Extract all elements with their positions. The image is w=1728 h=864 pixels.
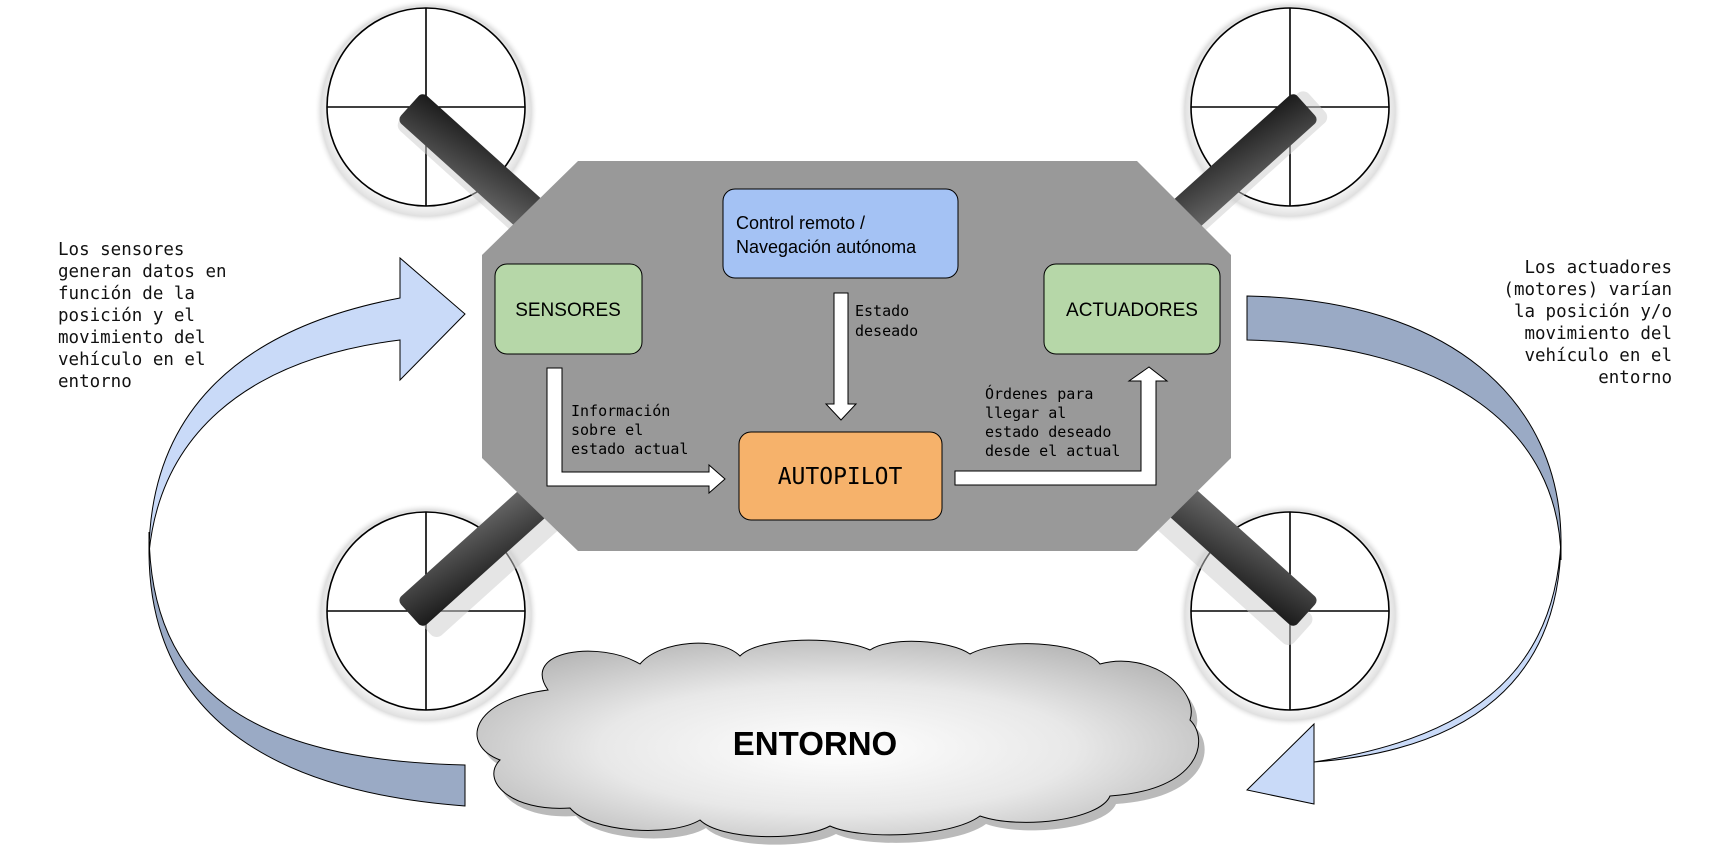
informacion-line-3: estado actual bbox=[571, 440, 688, 458]
drone-arms bbox=[397, 91, 1328, 646]
informacion-line-2: sobre el bbox=[571, 421, 643, 439]
right-note: Los actuadores (motores) varían la posic… bbox=[1503, 258, 1672, 388]
svg-text:Control remoto / Naveg: Control remoto / Navegación autónoma bbox=[736, 213, 917, 257]
estado-deseado-line-1: Estado bbox=[855, 302, 909, 320]
right-loop-arrow bbox=[1245, 295, 1562, 805]
svg-text:Información sobre el: Información sobre el estado actual bbox=[571, 402, 688, 458]
left-loop-arrow bbox=[148, 256, 466, 807]
entorno-label: ENTORNO bbox=[733, 725, 897, 762]
drone-body bbox=[482, 161, 1231, 551]
ordenes-line-4: desde el actual bbox=[985, 442, 1120, 460]
ordenes-line-1: Órdenes para bbox=[985, 384, 1093, 403]
actuadores-block: ACTUADORES bbox=[1043, 263, 1221, 355]
control-line-1: Control remoto / bbox=[736, 213, 865, 233]
informacion-arrow bbox=[546, 367, 726, 495]
estado-deseado-arrow bbox=[824, 292, 858, 421]
informacion-line-1: Información bbox=[571, 402, 670, 420]
ordenes-line-3: estado deseado bbox=[985, 423, 1111, 441]
sensores-label: SENSORES bbox=[515, 300, 621, 321]
estado-deseado-line-2: deseado bbox=[855, 322, 918, 340]
left-note: Los sensores generan datos en función de… bbox=[58, 240, 227, 392]
ordenes-line-2: llegar al bbox=[985, 404, 1066, 422]
ordenes-arrow bbox=[954, 366, 1169, 486]
autopilot-label: AUTOPILOT bbox=[778, 464, 903, 490]
svg-text:Estado deseado: Estado deseado bbox=[855, 302, 918, 340]
sensores-block: SENSORES bbox=[494, 263, 643, 355]
autopilot-block: AUTOPILOT bbox=[738, 431, 943, 521]
control-block: Control remoto / Navegación autónoma bbox=[722, 188, 959, 279]
control-line-2: Navegación autónoma bbox=[736, 237, 917, 257]
actuadores-label: ACTUADORES bbox=[1066, 300, 1198, 321]
svg-text:Órdenes para llegar al: Órdenes para llegar al estado deseado de… bbox=[985, 384, 1120, 460]
entorno-cloud: ENTORNO bbox=[476, 639, 1205, 845]
